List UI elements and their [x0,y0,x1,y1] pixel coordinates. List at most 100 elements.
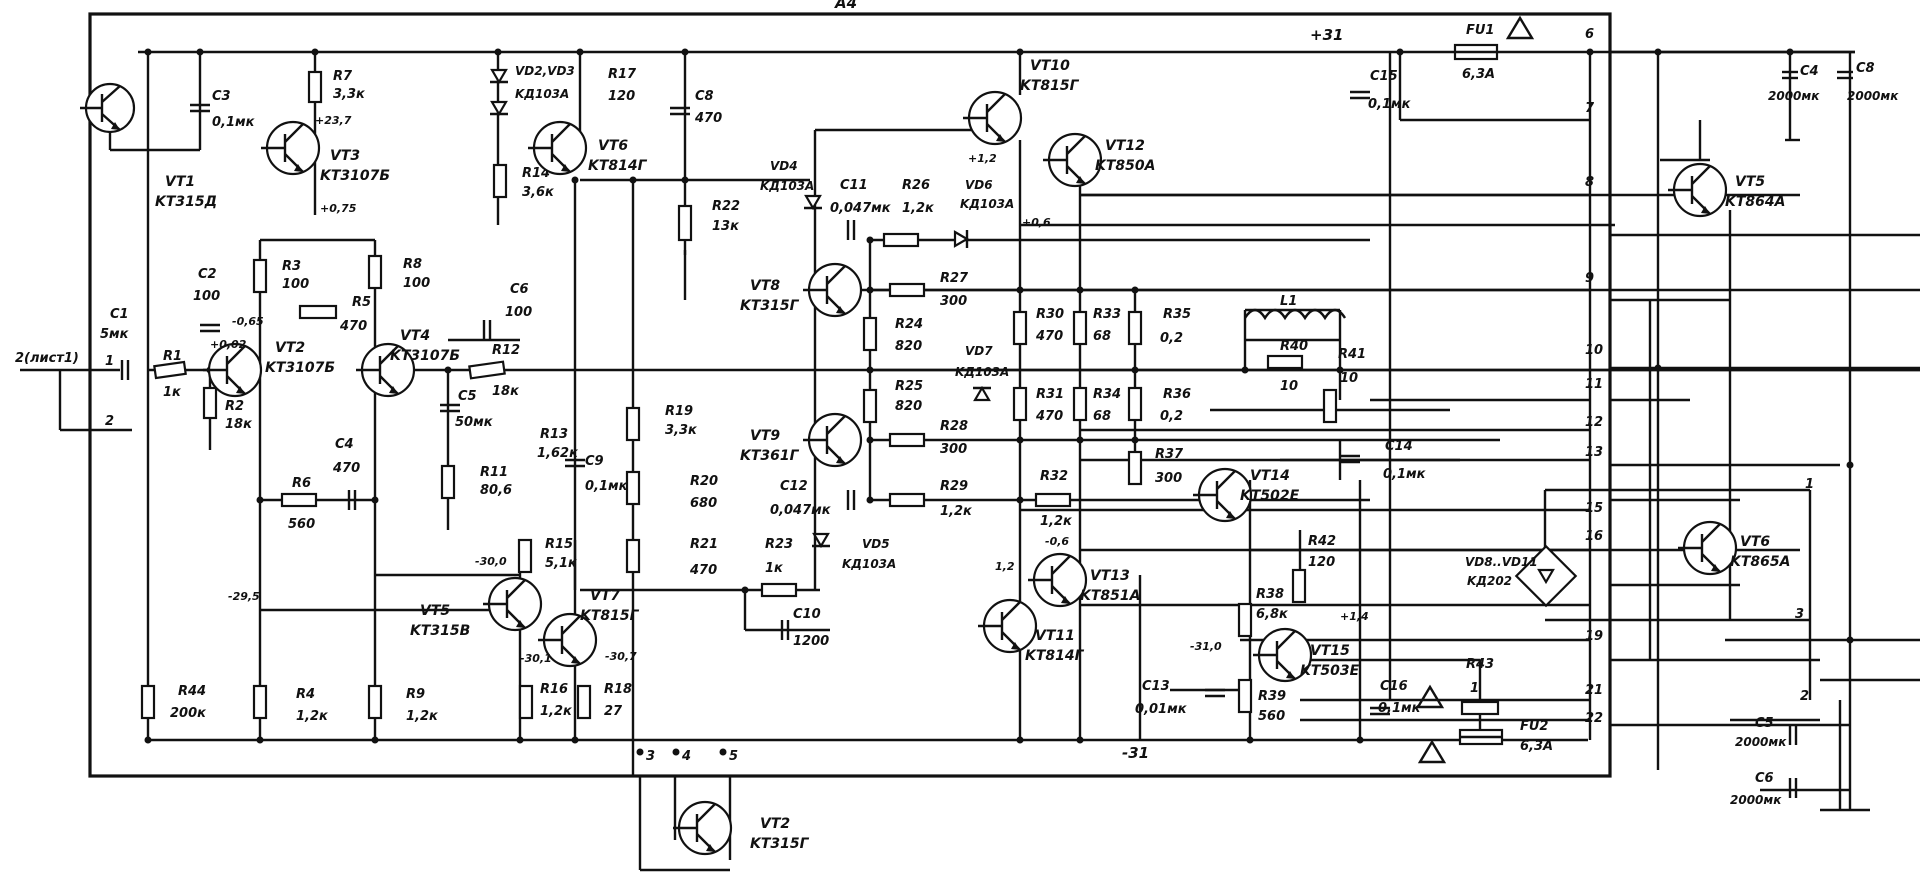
pin-12: 12 [1585,415,1603,430]
capacitor-c5-value: 50мк [455,415,494,430]
transistor-vt10-ref: VT10 [1030,58,1070,74]
resistor-r32-ref: R32 [1040,469,1068,484]
resistor-r11-ref: R11 [480,465,508,480]
transistor-vt4-type: KT3107Б [390,348,460,364]
transistor-vt4-ref: VT4 [400,328,430,344]
resistor-r26: R26 1,2к [882,178,935,248]
resistor-r26-value: 1,2к [902,201,935,216]
capacitor-c12-value: 0,047мк [770,503,832,518]
resistor-r33: R33 68 [1072,307,1121,346]
wiring [20,50,1920,872]
resistor-r6-ref: R6 [292,476,311,491]
inductor-l1: L1 [1243,294,1347,321]
resistor-r5-ref: R5 [352,295,371,310]
capacitor-c6-value: 100 [505,305,532,320]
transistor-vt14-type: KT502E [1240,488,1300,504]
resistor-r11: R11 80,6 [440,464,512,500]
transistor-vt15-type: KT503E [1300,663,1360,679]
resistor-r19-ref: R19 [665,404,693,419]
pin-16: 16 [1585,529,1603,544]
capacitor-c4-value: 470 [332,461,360,476]
capacitor-c9-value: 0,1мк [585,479,629,494]
resistor-r14-value: 3,6к [522,185,555,200]
resistor-r23-ref: R23 [765,537,793,552]
capacitor-c10-ref: C10 [793,607,821,622]
capacitor-c16-value: 0,1мк [1378,701,1422,716]
diodes: VD2,VD3 KД103A VD4 KД103A VD5 KД103A VD6… [490,64,1578,608]
diode-vd2-vd3-ref: VD2,VD3 [515,64,575,78]
resistor-r3-ref: R3 [282,259,301,274]
transistor-vt10-type: KT815Г [1020,78,1080,94]
resistor-r20-ref: R20 [690,474,718,489]
input-label: 2(лист1) [15,351,79,366]
pin-10: 10 [1585,343,1603,358]
resistor-r24-value: 820 [895,339,922,354]
pin-6: 6 [1585,27,1594,42]
resistor-r12: R12 18к [468,343,520,399]
resistor-r9-ref: R9 [406,687,425,702]
input-pin1: 1 [105,354,114,369]
ext-capacitor-c4-value: 2000мк [1768,89,1820,103]
diode-vd5-ref: VD5 [862,537,890,551]
resistor-r20-value: 680 [690,496,717,511]
resistor-r25-value: 820 [895,399,922,414]
pin-11: 11 [1585,377,1603,392]
resistor-r14: R14 3,6к [492,163,555,200]
resistor-r20: R20 680 [625,470,718,511]
resistor-r27-ref: R27 [940,271,969,286]
transistor-vt6-ref: VT6 [598,138,628,154]
capacitor-c15-ref: C15 [1370,69,1398,84]
input-connector: 2(лист1) 1 2 [15,351,114,429]
voltage-vd6: +0,6 [1022,216,1051,229]
resistor-r35-ref: R35 [1163,307,1191,322]
pin-dot [719,748,727,756]
transistor-vt9-ref: VT9 [750,428,780,444]
right-label-2: 2 [1800,689,1809,704]
resistor-r12-ref: R12 [492,343,520,358]
diode-vd6-ref: VD6 [965,178,993,192]
transistor-vt1-type: KT315Д [155,194,217,210]
resistor-r22: R22 13к [677,199,740,242]
resistor-r8: R8 100 [367,254,430,291]
resistor-r4: R4 1,2к [252,684,329,724]
capacitor-c15-value: 0,1мк [1368,97,1412,112]
diode-vd6-type: KД103A [960,197,1014,211]
transistor-vt8-ref: VT8 [750,278,780,294]
resistor-r29-ref: R29 [940,479,968,494]
transistor-vt2-ref: VT2 [275,340,305,356]
resistor-r24: R24 820 [862,316,923,354]
resistor-r27: R27 300 [888,271,969,309]
resistor-r23-value: 1к [765,561,784,576]
transistor-vt11-type: KT814Г [1025,648,1085,664]
voltage-vt3-c: +0,75 [320,202,357,215]
pin-dot [636,748,644,756]
pin-22: 22 [1585,711,1603,726]
resistor-r16: R16 1,2к [518,682,573,720]
capacitor-c8-value: 470 [694,111,722,126]
resistor-r6: R6 560 [280,476,318,532]
resistor-r3-value: 100 [282,277,309,292]
resistor-r4-ref: R4 [296,687,315,702]
voltage-vt5-b: -29,5 [228,590,260,603]
resistor-r13-ref: R13 [540,427,568,442]
transistor-ext-vt2-ref: VT2 [760,816,790,832]
transistor-ext-vt2-type: KT315Г [750,836,810,852]
resistor-r1: R1 1к [153,349,187,400]
resistor-r31-value: 470 [1035,409,1063,424]
voltage-vt15-e: -31,0 [1190,640,1222,653]
resistor-r35-value: 0,2 [1160,331,1183,346]
pin-dot [672,748,680,756]
resistor-r30: R30 470 [1012,307,1064,346]
